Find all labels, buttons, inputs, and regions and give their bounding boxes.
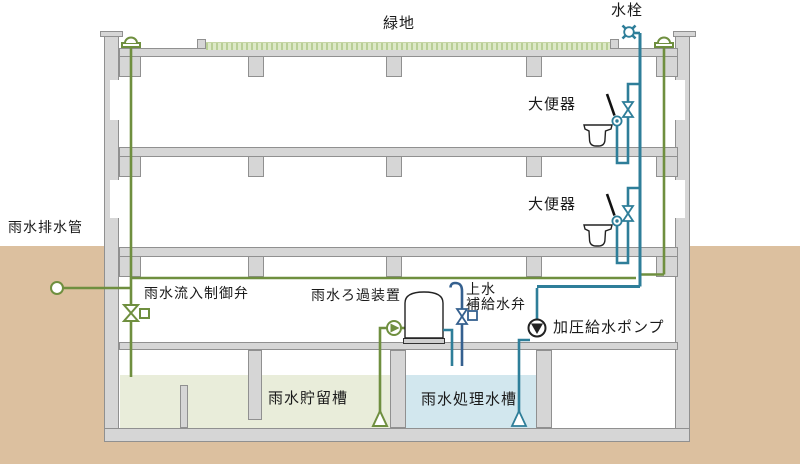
beam [248,56,264,77]
inflow-control-valve-label: 雨水流入制御弁 [144,286,249,302]
right-wall-window-band [675,180,685,218]
rain-drain-pipe-label: 雨水排水管 [8,220,83,236]
beam [656,56,678,77]
beam [119,156,141,177]
pressure-pump-label: 加圧給水ポンプ [553,318,665,336]
beam [119,256,141,277]
beam [386,56,402,77]
roof-greenery-strip [206,42,610,50]
beam [248,256,264,277]
right-wall-window-band [675,80,685,120]
storage-tank-baffle-bottom [180,385,188,428]
filter-unit-label: 雨水ろ過装置 [311,288,401,304]
beam [526,56,542,77]
greenery-curb [197,39,206,49]
beam [526,256,542,277]
beam [119,56,141,77]
faucet-label: 水栓 [611,1,644,19]
filter-base-plate [403,338,445,344]
basement-mid-slab [119,342,678,350]
storage-tank-label: 雨水貯留槽 [268,389,349,407]
beam [656,256,678,277]
treatment-tank-label: 雨水処理水槽 [421,390,518,408]
storage-tank-baffle-top [248,350,262,420]
makeup-valve-label-line2: 補給水弁 [466,297,526,313]
left-parapet-cap [100,31,123,37]
beam [526,156,542,177]
left-wall-window-band [110,180,120,218]
left-wall-window-band [110,80,120,120]
toilet-label-upper: 大便器 [528,95,577,113]
toilet-label-lower: 大便器 [528,195,577,213]
beam [386,256,402,277]
makeup-valve-label-line1: 上水 [466,282,496,298]
right-parapet-cap [673,31,696,37]
tank-divider-wall [390,350,406,428]
greenery-label: 緑地 [383,14,416,32]
beam [248,156,264,177]
greenery-curb [610,39,619,49]
beam [656,156,678,177]
beam [386,156,402,177]
tank-divider-wall [536,350,552,428]
foundation-slab [104,428,690,442]
